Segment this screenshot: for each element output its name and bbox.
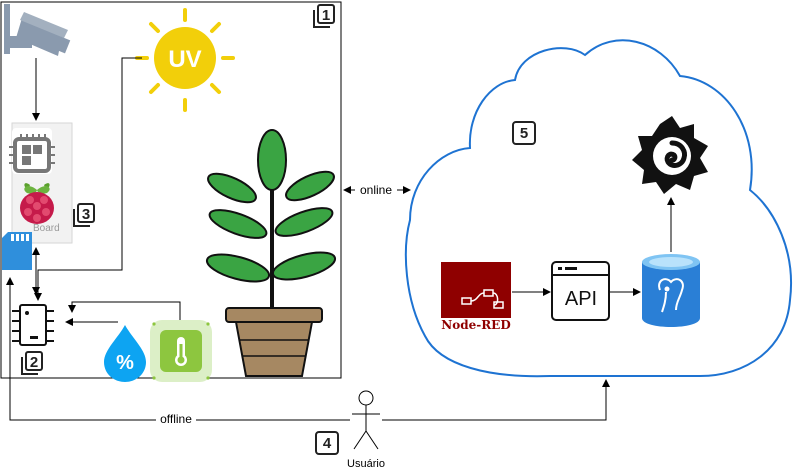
uv-label: UV xyxy=(168,46,201,73)
grafana-icon xyxy=(632,116,708,194)
badge-4: 4 xyxy=(315,431,339,455)
sensor-to-chip-arrow xyxy=(68,301,181,320)
raspberry-icon xyxy=(20,183,54,224)
badge-3: 3 xyxy=(73,203,95,227)
svg-text:4: 4 xyxy=(323,435,332,452)
user-to-cloud-arrow xyxy=(382,379,610,421)
svg-text:2: 2 xyxy=(30,354,38,371)
offline-label: offline xyxy=(160,412,192,426)
humidity-label: % xyxy=(116,352,134,374)
badge-1: 1 xyxy=(313,4,335,28)
nodered-label: Node-RED xyxy=(441,318,511,332)
sd-card-icon xyxy=(2,232,32,270)
api-label: API xyxy=(565,288,597,310)
nodered-icon: Node-RED xyxy=(441,262,511,332)
board-label: Board xyxy=(33,223,60,234)
water-drop-icon: % xyxy=(104,325,146,382)
svg-text:1: 1 xyxy=(322,7,330,24)
api-icon: API xyxy=(551,261,610,321)
badge-5: 5 xyxy=(512,121,536,145)
sun-icon: UV xyxy=(135,8,235,112)
board-icon: Board xyxy=(9,122,73,244)
svg-text:5: 5 xyxy=(520,125,528,142)
offline-connection-arrow xyxy=(6,277,350,421)
user-label: Usuário xyxy=(347,458,385,470)
temperature-sensor-icon xyxy=(150,320,212,382)
svg-text:3: 3 xyxy=(82,206,90,223)
online-label: online xyxy=(360,183,392,197)
plant-icon xyxy=(205,129,337,377)
camera-icon xyxy=(4,4,71,56)
postgres-icon xyxy=(642,254,700,327)
user-icon xyxy=(352,390,380,450)
badge-2: 2 xyxy=(21,351,43,375)
chip-icon xyxy=(12,304,54,346)
